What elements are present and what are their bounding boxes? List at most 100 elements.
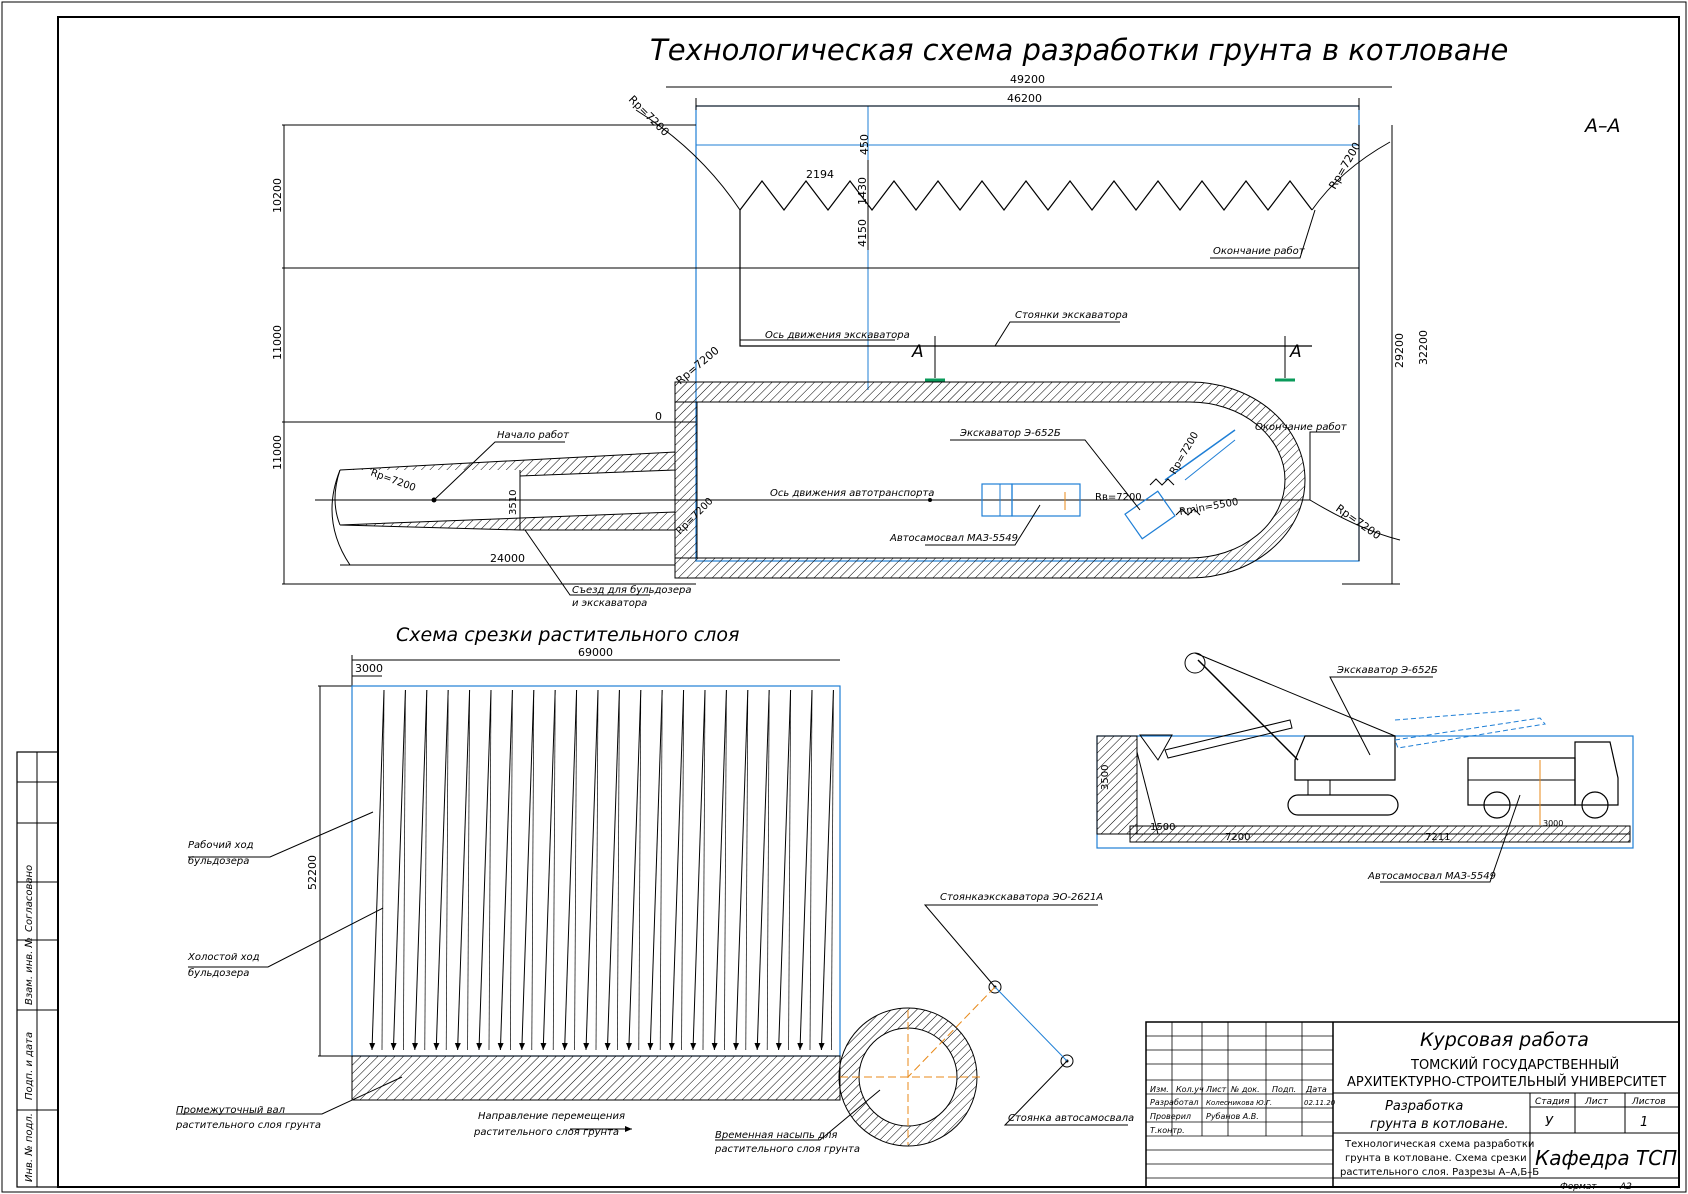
section-a-left: А [911,342,924,362]
label-idle-2: бульдозера [188,967,249,979]
tb-sheet-h: Лист [1584,1097,1609,1107]
idle-stroke [617,689,620,1051]
intermediate-berm [351,1055,841,1101]
idle-stroke [424,689,428,1051]
tb-format-label: Формат [1560,1182,1597,1192]
working-stroke [540,689,556,1051]
zigzag-path [739,180,1313,211]
leader-truck [925,504,1041,546]
leader-start-works [433,441,565,501]
tb-h-doc: № док. [1230,1085,1260,1094]
section-view: 3500 1500 7200 7211 3000 Экскаватор Э-65… [1096,652,1634,883]
tb-h-kol: Кол.уч [1176,1085,1204,1094]
label-excavator-section: Экскаватор Э-652Б [1336,665,1438,676]
dim-4150: 4150 [856,219,869,247]
label-end-works-top: Окончание работ [1213,245,1306,257]
radius-r6: Rр=7200 [1168,430,1201,476]
dim-3510: 3510 [508,490,519,515]
dim-1430: 1430 [856,177,869,205]
section-dim-stand: 7211 [1425,832,1450,843]
loop-road [674,381,1306,579]
dim-32200: 32200 [1417,330,1430,365]
label-truck-section: Автосамосвал МАЗ-5549 [1367,871,1496,882]
plan-view: 49200 46200 10200 11000 11000 32200 2920… [271,73,1430,609]
idle-stroke [403,689,406,1051]
radius-r3: Rр=7200 [674,344,722,387]
working-stroke [369,689,385,1051]
label-berm-1: Промежуточный вал [176,1105,286,1116]
label-ramp-1: Съезд для бульдозера [572,584,691,596]
idle-stroke [488,689,492,1051]
dim-49200: 49200 [1010,73,1045,86]
label-direction-2: растительного слоя грунта [473,1127,619,1138]
dim-29200: 29200 [1393,333,1406,368]
tb-department: Кафедра ТСП [1535,1146,1677,1170]
dim-0: 0 [655,410,662,423]
tb-sheets-h: Листов [1631,1097,1666,1107]
section-a-right: А [1289,342,1302,362]
working-stroke [733,689,749,1051]
ramp-lower [339,511,676,531]
working-stroke [433,689,449,1051]
dim-69000: 69000 [578,646,613,659]
radius-arc-topright [1311,141,1391,211]
label-truck-stand: Стоянка автосамосвала [1008,1113,1134,1124]
working-stroke [754,689,770,1051]
label-idle-1: Холостой ход [187,952,260,963]
label-excavator-stops: Стоянки экскаватора [1015,310,1128,321]
radius-rb: Rв=7200 [1095,492,1142,503]
label-working-1: Рабочий ход [188,839,254,851]
working-stroke [797,689,813,1051]
truck-side [1467,741,1619,825]
cut-scheme-title: Схема срезки растительного слоя [396,624,739,646]
radius-arc-topleft [635,109,741,211]
bulldozer-strokes [369,689,834,1051]
section-wall [1096,735,1138,835]
tb-r1-name: Колесникова Ю.Г. [1206,1099,1272,1107]
idle-stroke [659,689,663,1051]
tb-h-podp: Подп. [1272,1085,1296,1094]
label-start-works: Начало работ [497,429,570,441]
working-stroke [519,689,535,1051]
leader-excavator-stand [923,904,1098,988]
leader-ramp [524,529,650,596]
idle-stroke [766,689,770,1051]
leader-excavator-stops [994,321,1120,347]
tb-university-1: ТОМСКИЙ ГОСУДАРСТВЕННЫЙ [1410,1057,1619,1073]
label-berm-2: растительного слоя грунта [175,1120,321,1131]
working-stroke [583,689,599,1051]
idle-stroke [574,689,577,1051]
section-label: А–А [1583,115,1621,137]
tb-course-work: Курсовая работа [1420,1029,1589,1051]
tb-desc-2: грунта в котловане. Схема срезки [1345,1153,1527,1164]
label-excavator-plan: Экскаватор Э-652Б [959,428,1061,439]
idle-stroke [381,689,385,1051]
leader-idle [188,907,384,968]
label-working-2: бульдозера [188,855,249,867]
working-stroke [626,689,642,1051]
tb-r2-role: Проверил [1150,1112,1191,1121]
working-stroke [818,689,834,1051]
main-title: Технологическая схема разработки грунта … [650,33,1508,67]
tb-r1-date: 02.11.20 [1304,1099,1336,1107]
label-transport-axis: Ось движения автотранспорта [770,488,934,499]
tb-stage-h: Стадия [1535,1097,1570,1107]
working-stroke [412,689,428,1051]
tb-desc-1: Технологическая схема разработки [1344,1139,1534,1150]
sidebar-vzam: Взам. инв. № [24,937,35,1005]
sidebar-inv-podl: Инв. № подл. [24,1113,35,1182]
tb-subject-2: грунта в котловане. [1370,1117,1509,1132]
left-sidebar: Согласовано Взам. инв. № Подп. и дата Ин… [16,751,59,1188]
idle-stroke [809,689,813,1051]
leader-berm [176,1076,403,1115]
leader-working [188,811,374,858]
idle-stroke [681,689,684,1051]
section-dim-width: 3000 [1543,819,1563,828]
dim-11000b: 11000 [271,435,284,470]
idle-stroke [595,689,599,1051]
leader-excavator-section [1329,676,1433,756]
dim-450: 450 [858,134,871,155]
tb-r2-name: Рубанов А.В. [1206,1112,1259,1121]
idle-stroke [467,689,470,1051]
label-mound-1: Временная насыпь для [715,1130,837,1141]
